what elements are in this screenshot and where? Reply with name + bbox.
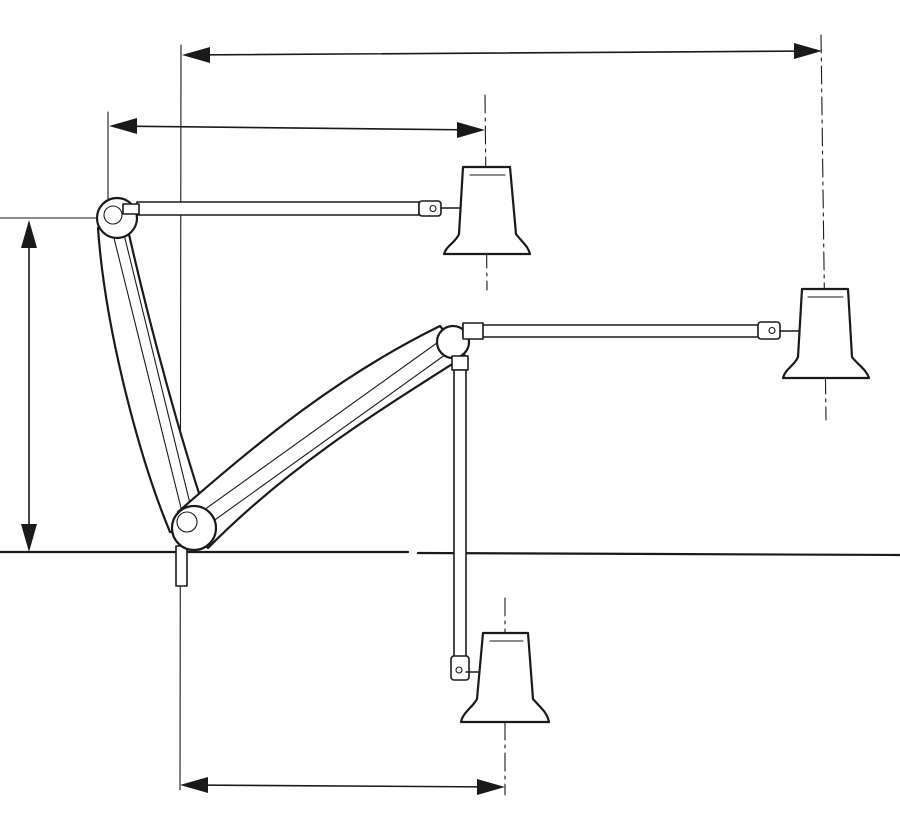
spring-arm-extended-position — [462, 321, 804, 340]
arrowhead-bottom — [21, 524, 37, 552]
arrowhead-right — [794, 43, 822, 59]
arrowhead-top — [21, 220, 37, 248]
spring-arm-upper-position — [122, 200, 467, 217]
lamp-head-upper-position — [442, 165, 532, 256]
lamp-head-extended-position — [781, 287, 871, 380]
lower-arm — [96, 210, 214, 534]
upper-reach-dimension — [109, 118, 485, 138]
base-joint — [170, 504, 218, 552]
lamp-head-lowered-position — [459, 631, 551, 724]
lamp-swivel-connector — [450, 655, 470, 681]
floor-line-right — [416, 551, 900, 557]
arrowhead-right — [477, 779, 505, 795]
mount-centerline — [179, 44, 182, 791]
arrowhead-left — [109, 118, 137, 134]
upper-arm — [176, 324, 467, 550]
dimension-lines — [21, 43, 822, 795]
overall-reach-dimension — [182, 43, 822, 63]
lower-reach-dimension — [180, 777, 505, 795]
mount-height-dimension — [21, 220, 37, 552]
arrowhead-left — [182, 47, 210, 63]
base-joint-pin — [176, 511, 198, 533]
top-joint-pin — [103, 205, 123, 225]
wall-mount — [175, 545, 188, 587]
spring-arm-lowered-position — [450, 355, 485, 681]
arrowhead-left — [180, 777, 208, 793]
arrowhead-right — [457, 122, 485, 138]
